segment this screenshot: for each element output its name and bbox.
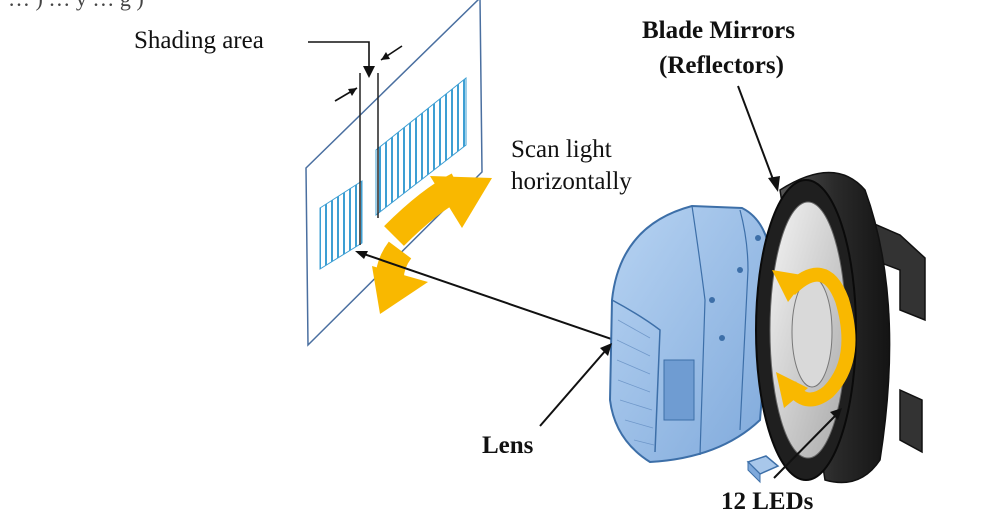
- scan-direction-arrow: [372, 173, 492, 314]
- partial-top-text: … ) … y … g ): [8, 0, 144, 12]
- lens-illustration: [608, 204, 774, 464]
- lit-area-right: [375, 76, 467, 217]
- callout-arrows: [539, 85, 842, 479]
- shading-area-label: Shading area: [134, 27, 264, 54]
- shading-area-indicator: [308, 41, 403, 102]
- blade-mirrors-label: Blade Mirrors: [642, 17, 795, 44]
- led-chip: [746, 455, 780, 484]
- reflectors-label: (Reflectors): [659, 52, 784, 79]
- lit-area-left: [319, 180, 363, 270]
- blade-mirror-housing: [755, 171, 926, 484]
- leds-label: 12 LEDs: [721, 488, 814, 515]
- lens-label: Lens: [482, 432, 534, 459]
- projection-screen: [305, 0, 483, 347]
- scan-light-label-line2: horizontally: [511, 168, 632, 195]
- scan-light-label-line1: Scan light: [511, 136, 612, 163]
